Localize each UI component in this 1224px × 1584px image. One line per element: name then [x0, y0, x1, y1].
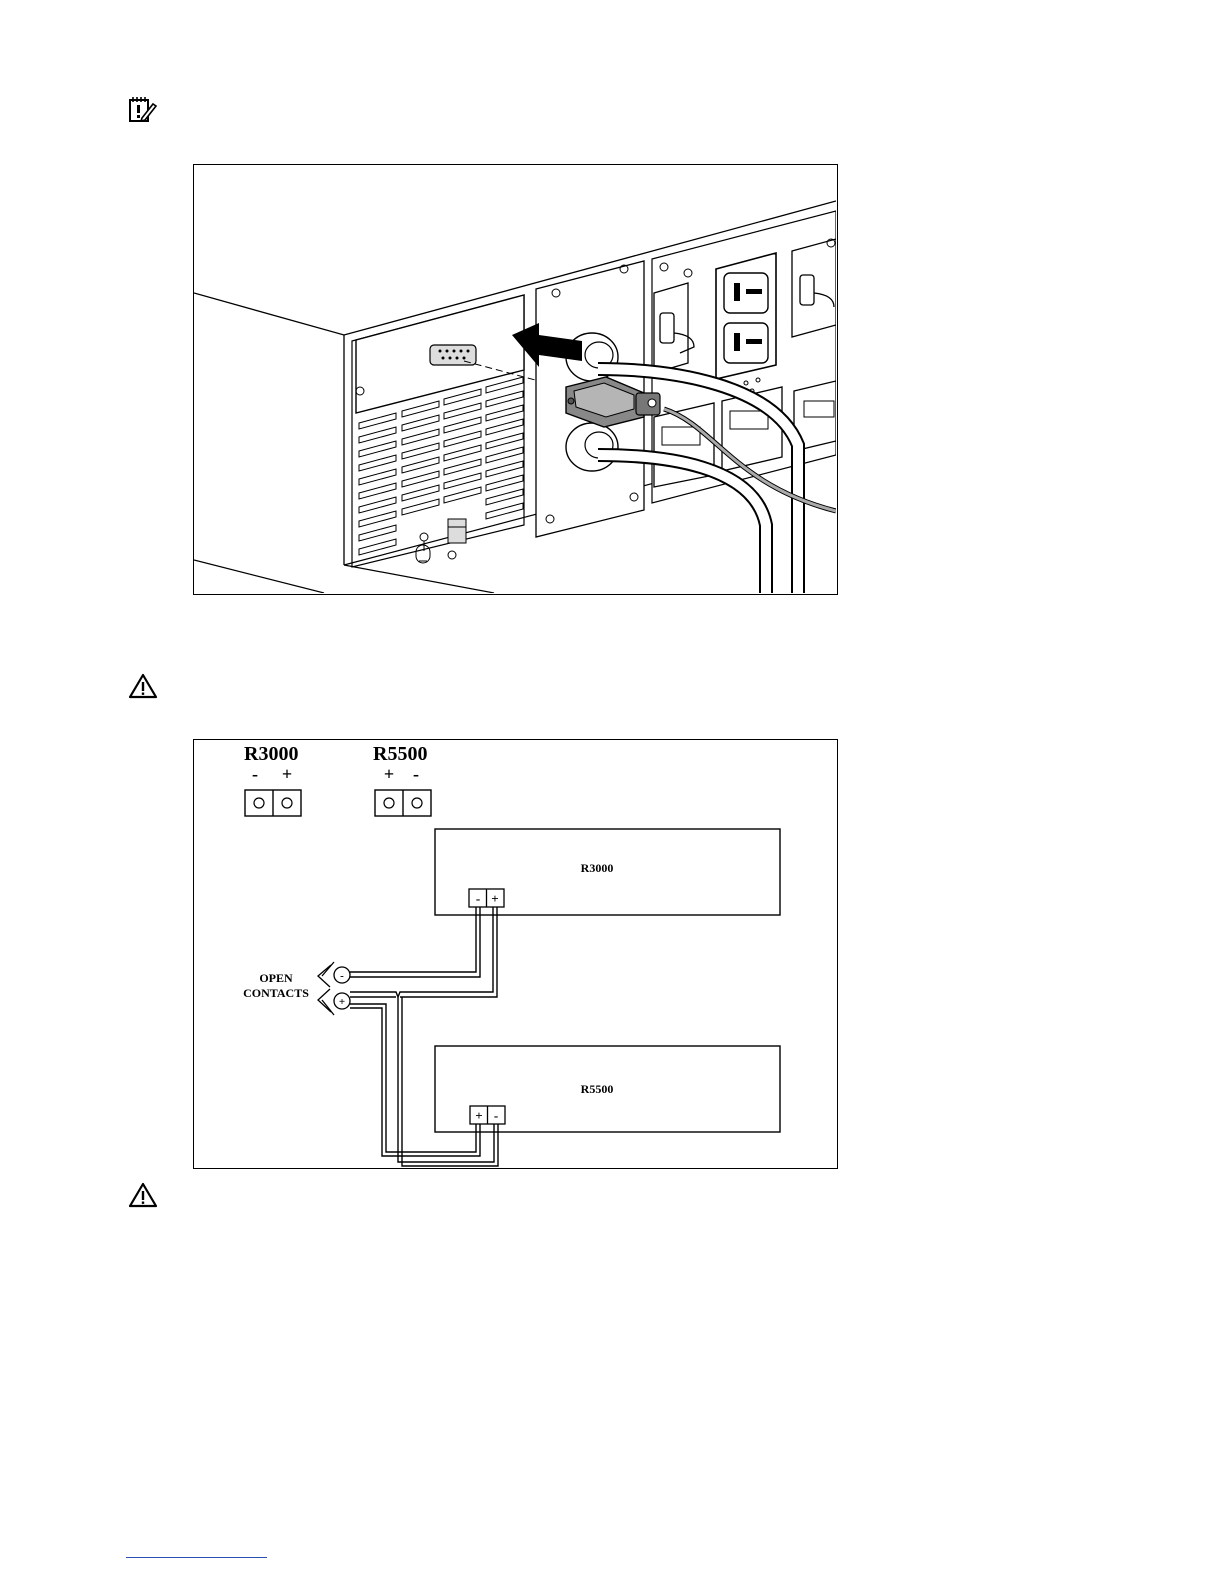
caution-triangle-icon	[128, 673, 158, 699]
r3000-unit-minus-terminal: -	[476, 891, 480, 906]
important-notepad-icon	[128, 96, 158, 124]
r5500-unit-label: R5500	[581, 1082, 614, 1096]
ups-rear-panel-illustration	[193, 164, 838, 595]
r3000-unit-plus-terminal: +	[491, 891, 498, 906]
open-contacts-label-line2: CONTACTS	[243, 986, 309, 1000]
r3000-terminal-block	[245, 790, 301, 816]
r3000-heading: R3000	[244, 743, 298, 765]
footer-rule	[126, 1557, 267, 1558]
contact-plus-sign: +	[339, 996, 345, 1008]
r5500-unit-plus-terminal: +	[475, 1108, 482, 1123]
open-contacts-wiring-diagram: R3000 - + R5500 + - R3000 - + R5500 +	[193, 739, 838, 1169]
contact-minus-sign: -	[340, 970, 344, 982]
open-contacts-symbol	[318, 962, 350, 1015]
open-contacts-label-line1: OPEN	[259, 971, 293, 985]
r3000-plus-sign: +	[282, 764, 292, 784]
r3000-unit-label: R3000	[581, 861, 614, 875]
r5500-terminal-block	[375, 790, 431, 816]
caution-triangle-icon	[128, 1182, 158, 1208]
r5500-unit-minus-terminal: -	[494, 1108, 498, 1123]
wiring-lines	[350, 907, 498, 1166]
r3000-minus-sign: -	[252, 764, 258, 784]
r5500-heading: R5500	[373, 743, 427, 765]
r5500-minus-sign: -	[413, 764, 419, 784]
r5500-plus-sign: +	[384, 764, 394, 784]
